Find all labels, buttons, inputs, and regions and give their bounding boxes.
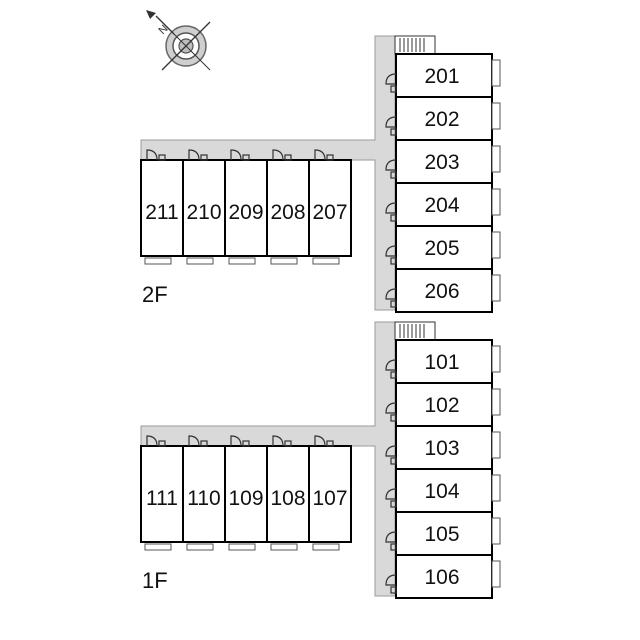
unit-111: 111 <box>140 435 184 551</box>
floor-2f-plan: 211 210 209 208 207 201 202 203 204 205 206 <box>140 35 501 313</box>
unit-number: 201 <box>424 65 459 88</box>
unit-number: 205 <box>424 237 459 260</box>
unit-number: 101 <box>424 351 459 374</box>
unit-104: 104 <box>385 468 501 513</box>
floor-label-2f: 2F <box>142 282 168 307</box>
unit-211: 211 <box>140 149 184 265</box>
unit-110: 110 <box>182 435 226 551</box>
unit-107: 107 <box>308 435 352 551</box>
staircase <box>394 321 436 341</box>
unit-208: 208 <box>266 149 310 265</box>
compass-letter: N <box>156 23 170 37</box>
unit-105: 105 <box>385 511 501 556</box>
unit-203: 203 <box>385 139 501 184</box>
unit-number: 204 <box>424 194 459 217</box>
unit-109: 109 <box>224 435 268 551</box>
unit-number: 203 <box>424 151 459 174</box>
unit-number: 206 <box>424 280 459 303</box>
unit-number: 106 <box>424 566 459 589</box>
unit-number: 110 <box>187 487 220 510</box>
unit-207: 207 <box>308 149 352 265</box>
unit-number: 208 <box>270 201 305 224</box>
unit-number: 109 <box>228 487 263 510</box>
unit-206: 206 <box>385 268 501 313</box>
unit-number: 209 <box>228 201 263 224</box>
unit-number: 211 <box>145 201 178 224</box>
unit-number: 202 <box>424 108 459 131</box>
unit-number: 207 <box>312 201 347 224</box>
north-arrow-compass-icon: N <box>146 10 211 71</box>
unit-number: 104 <box>424 480 459 503</box>
unit-number: 102 <box>424 394 459 417</box>
unit-209: 209 <box>224 149 268 265</box>
unit-201: 201 <box>385 53 501 98</box>
floor-1f-plan: 111 110 109 108 107 101 102 103 104 105 106 <box>140 321 501 599</box>
unit-number: 210 <box>186 201 221 224</box>
staircase <box>394 35 436 55</box>
unit-number: 105 <box>424 523 459 546</box>
unit-103: 103 <box>385 425 501 470</box>
unit-number: 108 <box>270 487 305 510</box>
unit-number: 111 <box>146 487 178 510</box>
unit-204: 204 <box>385 182 501 227</box>
unit-202: 202 <box>385 96 501 141</box>
unit-number: 107 <box>312 487 347 510</box>
unit-102: 102 <box>385 382 501 427</box>
floor-label-1f: 1F <box>142 568 168 593</box>
unit-number: 103 <box>424 437 459 460</box>
unit-210: 210 <box>182 149 226 265</box>
unit-205: 205 <box>385 225 501 270</box>
unit-108: 108 <box>266 435 310 551</box>
unit-106: 106 <box>385 554 501 599</box>
unit-101: 101 <box>385 339 501 384</box>
